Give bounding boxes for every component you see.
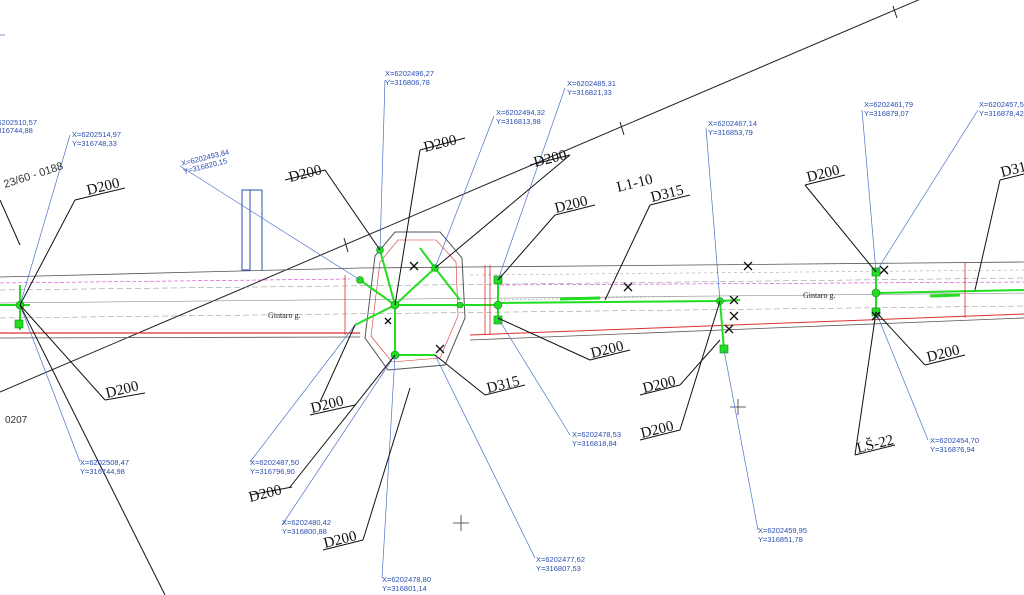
coord-y: Y=316851,78	[758, 535, 803, 544]
junction-inner	[370, 239, 459, 363]
coord-x: X=6202508,47	[80, 458, 129, 467]
boundary-tick	[343, 237, 349, 253]
coord-y: Y=316744,88	[0, 126, 33, 135]
street-name: Gintaro g.	[803, 291, 835, 300]
road-corridor	[0, 261, 1024, 341]
coord-y: Y=316801,14	[382, 584, 427, 593]
pipe-label: D200	[85, 175, 121, 199]
coord-x: X=6202459,95	[758, 526, 807, 535]
coord-y: Y=316818,84	[572, 439, 617, 448]
pipe-label: D200	[309, 393, 345, 417]
coord-x: X=6202494,32	[496, 108, 545, 117]
boundary-tick	[892, 5, 898, 19]
pipe-label: D200	[422, 132, 458, 156]
diagonal-boundary-line	[0, 0, 920, 393]
cadastral-number: 0207	[5, 415, 28, 426]
pipe-label: LŠ-22	[855, 431, 895, 457]
coord-x: X=6202467,14	[708, 119, 757, 128]
coord-x: X=6202457,57	[979, 100, 1024, 109]
coord-x: X=6202477,62	[536, 555, 585, 564]
coordinate-labels: X=6202510,57 Y=316744,88 X=6202514,97 Y=…	[0, 69, 1024, 593]
pipe-label: D200	[287, 162, 323, 186]
coord-x: X=6202478,53	[572, 430, 621, 439]
cadastral-number: 23/60 - 0188	[2, 160, 64, 191]
pipe-label: D200	[589, 338, 625, 362]
survey-crosses	[453, 399, 746, 531]
coord-x: X=6202487,50	[250, 458, 299, 467]
coord-y: Y=316878,42	[979, 109, 1024, 118]
marker-crosses	[384, 261, 889, 354]
coord-x: X=6202461,79	[864, 100, 913, 109]
coord-y: Y=316853,79	[708, 128, 753, 137]
coord-y: Y=316796,90	[250, 467, 295, 476]
coord-y: Y=316744,98	[80, 467, 125, 476]
coord-y: Y=316807,53	[536, 564, 581, 573]
coord-x: X=6202514,97	[72, 130, 121, 139]
pipe-label: D200	[532, 147, 568, 171]
coord-x: X=6202478,80	[382, 575, 431, 584]
coord-y: Y=316821,33	[567, 88, 612, 97]
coord-x: X=6202510,57	[0, 118, 37, 127]
pipe-label: D315	[649, 182, 685, 206]
pipe-label: D200	[641, 373, 677, 397]
coord-x: X=6202496,27	[385, 69, 434, 78]
coord-y: Y=316876,94	[930, 445, 975, 454]
coordinate-leaders	[0, 34, 979, 579]
pipe-label: D200	[104, 378, 140, 402]
coord-x: X=6202485,31	[567, 79, 616, 88]
pipe-label: D315	[485, 373, 521, 397]
label-leaders	[0, 137, 1024, 595]
boundary-tick	[619, 121, 625, 136]
pipe-label: D200	[553, 193, 589, 217]
building	[241, 189, 251, 271]
pipe-label: D200	[639, 418, 675, 442]
coord-x: X=6202480,42	[282, 518, 331, 527]
coord-y: Y=316813,98	[496, 117, 541, 126]
coord-y: Y=316748,33	[72, 139, 117, 148]
water-pipes	[0, 247, 1024, 356]
pipe-label: D200	[925, 342, 961, 366]
coord-x: X=6202454,70	[930, 436, 979, 445]
pipe-label: D200	[322, 528, 358, 552]
coord-y: Y=316806,78	[385, 78, 430, 87]
street-name: Gintaro g.	[268, 311, 300, 320]
coord-y: Y=316879,07	[864, 109, 909, 118]
pipe-label: D31	[999, 159, 1024, 181]
junction-octagon	[364, 231, 466, 371]
coord-y: Y=316800,88	[282, 527, 327, 536]
pipe-label: D200	[805, 162, 841, 186]
pipe-label: D200	[247, 482, 283, 506]
